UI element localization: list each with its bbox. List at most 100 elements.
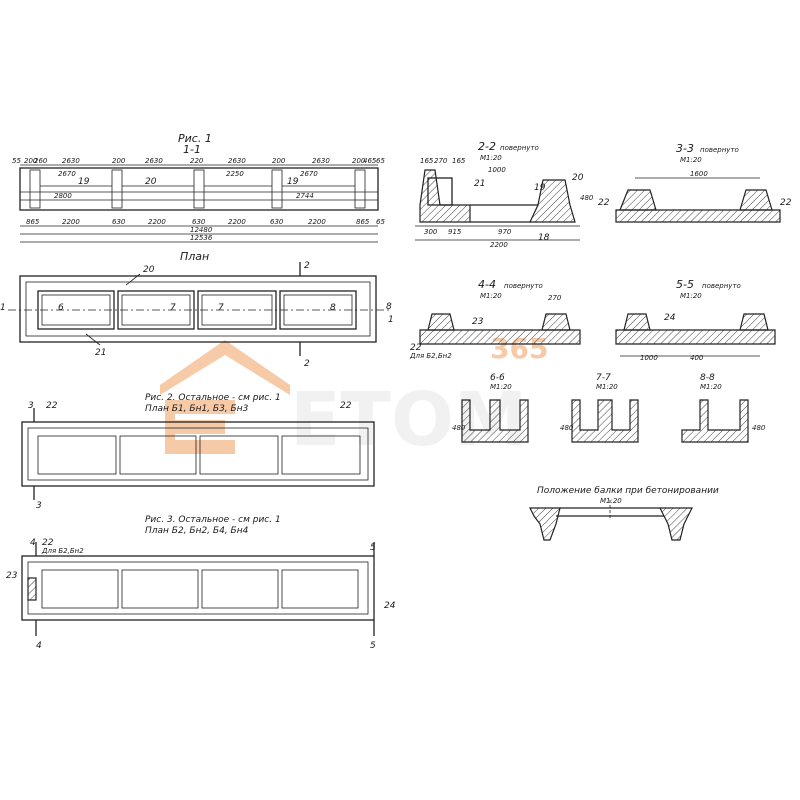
callout-21: 21: [95, 348, 106, 358]
fig1-section-title: 1-1: [183, 143, 201, 156]
dim-label: 970: [498, 228, 512, 236]
section-mark-2: 2: [304, 359, 310, 369]
callout-8: 8: [330, 303, 336, 313]
plan-title: План: [180, 250, 209, 263]
dim-label: 200: [24, 157, 38, 165]
callout-21: 21: [474, 179, 485, 189]
fig2-plan: 3 3 22 22: [21, 401, 375, 511]
watermark-main-text: ETOM: [290, 377, 528, 463]
callout-20: 20: [145, 177, 157, 187]
callout-19: 19: [534, 183, 546, 193]
dim-label: 2630: [312, 157, 330, 165]
dim-label: 260: [34, 157, 48, 165]
callout-23: 23: [472, 317, 484, 327]
fig1-title: Рис. 1: [178, 132, 212, 145]
section-5-5: 5-5 повернуто М1:20 1000 400 24: [615, 278, 776, 362]
section-6-6: 6-6 М1:20 480: [452, 373, 529, 443]
section-3-3: 3-3 повернуто М1:20 1600 22 22: [598, 142, 792, 223]
sec55-scale: М1:20: [680, 292, 702, 300]
section-mark-3: 3: [36, 501, 42, 511]
dim-label: 2630: [62, 157, 80, 165]
fig3-plan: 4 4 5 5 22 Для Б2,Бн2 23 24: [6, 538, 396, 651]
sec88-scale: М1:20: [700, 383, 722, 391]
dim-label: 2630: [228, 157, 246, 165]
dim-label: 200: [112, 157, 126, 165]
sec33-title: 3-3: [676, 142, 694, 155]
dim-label: 270: [434, 157, 448, 165]
dim-label: 480: [752, 424, 766, 432]
section-7-7: 7-7 М1:20 480: [560, 373, 639, 443]
dim-label: 2200: [148, 218, 166, 226]
sec66-scale: М1:20: [490, 383, 512, 391]
sec66-title: 6-6: [490, 373, 505, 383]
dim-label: 55: [12, 157, 21, 165]
fig3-title: Рис. 3. Остальное - см рис. 1: [145, 515, 281, 525]
dim-label: 465: [363, 157, 377, 165]
dim-label: 1000: [640, 354, 658, 362]
dim-label: 300: [424, 228, 438, 236]
section-mark-1: 1: [0, 303, 6, 313]
dim-label: 400: [690, 354, 704, 362]
sec77-title: 7-7: [596, 373, 611, 383]
callout-18: 18: [538, 233, 550, 243]
dim-label: 480: [452, 424, 466, 432]
dim-label: 630: [112, 218, 126, 226]
callout-22: 22: [780, 198, 792, 208]
section-mark-2: 2: [304, 261, 310, 271]
callout-19: 19: [78, 177, 90, 187]
callout-22: 22: [42, 538, 54, 548]
dim-label: 2200: [62, 218, 80, 226]
callout-22: 22: [598, 198, 610, 208]
dim-label: 2744: [296, 192, 314, 200]
section-mark-5: 5: [370, 543, 376, 553]
callout-23: 23: [6, 571, 18, 581]
dim-label: 200: [272, 157, 286, 165]
sec44-note: повернуто: [504, 282, 543, 290]
fig1-top-dimensions: 55 200 260 2630 200 2630 220 2630 200 26…: [12, 157, 385, 166]
section-mark-4: 4: [30, 538, 36, 548]
dim-label: 2200: [228, 218, 246, 226]
dim-label: 65: [376, 157, 385, 165]
dim-label: 1600: [690, 170, 708, 178]
fig3-note: Для Б2,Бн2: [41, 547, 84, 555]
dim-label: 2250: [226, 170, 244, 178]
sec22-note: повернуто: [500, 144, 539, 152]
dim-label: 165: [420, 157, 434, 165]
dim-total: 12536: [190, 234, 213, 242]
dim-label: 165: [452, 157, 466, 165]
fig2-title: Рис. 2. Остальное - см рис. 1: [145, 393, 281, 403]
pos-scale: М1:20: [600, 497, 622, 505]
dim-label: 2200: [490, 241, 508, 249]
section-8-8: 8-8 М1:20 480: [681, 373, 766, 443]
section-mark-1: 1: [388, 315, 394, 325]
section-mark-4: 4: [36, 641, 42, 651]
callout-7: 7: [170, 303, 176, 313]
beam-position: Положение балки при бетонировании М1:20: [529, 486, 719, 541]
dim-label: 480: [580, 194, 594, 202]
callout-24: 24: [384, 601, 396, 611]
fig2-subtitle: План Б1, Бн1, Б3, Бн3: [145, 404, 249, 414]
dim-label: 630: [270, 218, 284, 226]
sec44-scale: М1:20: [480, 292, 502, 300]
dim-label: 2630: [145, 157, 163, 165]
dim-label: 2670: [300, 170, 318, 178]
fig3-subtitle: План Б2, Бн2, Б4, Бн4: [145, 526, 249, 536]
callout-7: 7: [218, 303, 224, 313]
fig1-section-1-1: 2670 2250 2670 19 20 19 2800 2744: [19, 167, 379, 211]
section-2-2: 2-2 повернуто М1:20 165 270 165 1000 300…: [415, 140, 594, 249]
section-mark-8: 8: [386, 302, 392, 312]
sec44-note2: Для Б2,Бн2: [409, 352, 452, 360]
section-mark-3: 3: [28, 401, 34, 411]
dim-label: 480: [560, 424, 574, 432]
fig1-plan: 2 2 8 1 1 20 21 6 7 7 8: [0, 261, 394, 369]
sec55-title: 5-5: [676, 278, 694, 291]
dim-label: 865: [26, 218, 40, 226]
dim-label: 630: [192, 218, 206, 226]
sec33-note: повернуто: [700, 146, 739, 154]
callout-24: 24: [664, 313, 676, 323]
sec33-scale: М1:20: [680, 156, 702, 164]
dim-label: 1000: [488, 166, 506, 174]
dim-label: 200: [352, 157, 366, 165]
sec77-scale: М1:20: [596, 383, 618, 391]
